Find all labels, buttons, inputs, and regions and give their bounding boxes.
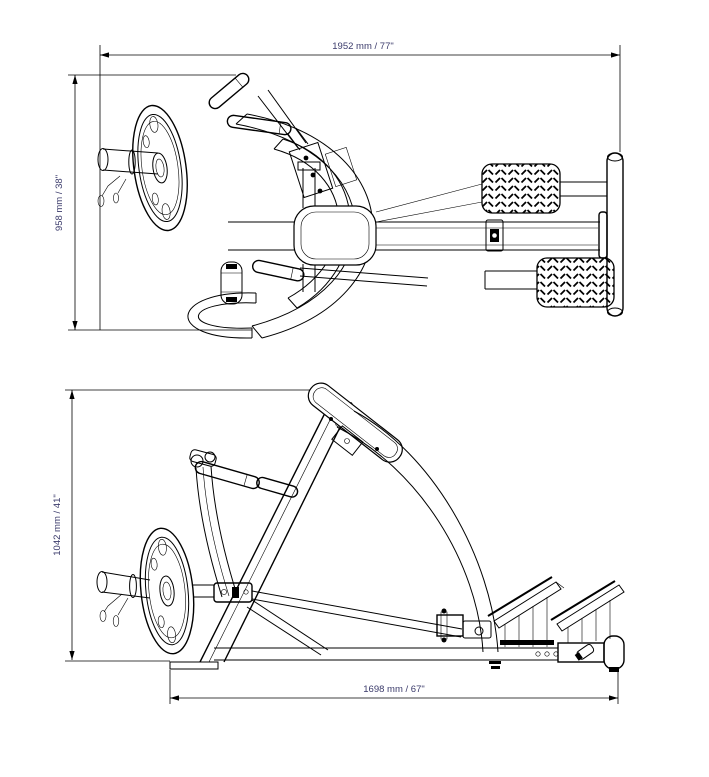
backrest-pad-side — [307, 382, 403, 463]
arrowhead-down — [69, 651, 75, 660]
arrowhead-right — [611, 52, 620, 58]
dimension-top-width: 958 mm / 38" — [54, 74, 252, 331]
side-view: 1042 mm / 41" 1698 mm / 67" — [52, 382, 625, 704]
foot-plates-top — [481, 163, 615, 308]
base-frame-side — [169, 635, 625, 672]
beam-clamp-bolt — [492, 233, 497, 238]
dimension-top-length: 1952 mm / 77" — [99, 41, 621, 330]
lower-foot-plate — [536, 257, 615, 308]
rear-stabilizer-top — [187, 292, 257, 339]
press-arm-side — [189, 449, 299, 603]
dimension-side-length: 1698 mm / 67" — [169, 668, 619, 704]
weight-plate-side — [96, 527, 195, 655]
seat-pad-top — [293, 161, 483, 292]
upper-foot-plate — [481, 163, 561, 214]
main-beam-top — [228, 211, 608, 259]
rear-post-top — [606, 152, 624, 317]
dimension-label-side-height: 1042 mm / 41" — [52, 494, 63, 555]
roller-cylinder-top — [220, 261, 243, 305]
curved-arm-side — [336, 410, 499, 653]
dimension-label-side-length: 1698 mm / 67" — [363, 684, 424, 695]
link-bar-side — [251, 590, 492, 643]
top-view: 1952 mm / 77" 958 mm / 38" — [54, 41, 624, 339]
upright-column-side — [199, 398, 353, 663]
arrowhead-left — [100, 52, 109, 58]
dimension-side-height: 1042 mm / 41" — [52, 389, 316, 662]
rear-roller-cap — [603, 635, 625, 670]
arrowhead-up — [69, 390, 75, 399]
arrowhead-up — [72, 75, 78, 84]
dimension-label-top-width: 958 mm / 38" — [54, 175, 65, 231]
arrowhead-down — [72, 321, 78, 330]
dimension-label-top-length: 1952 mm / 77" — [332, 41, 393, 52]
arrowhead-right — [609, 695, 618, 701]
press-handles-top — [208, 72, 305, 282]
arrowhead-left — [170, 695, 179, 701]
foot-plates-side — [487, 576, 625, 647]
weight-plate-top — [97, 104, 188, 232]
